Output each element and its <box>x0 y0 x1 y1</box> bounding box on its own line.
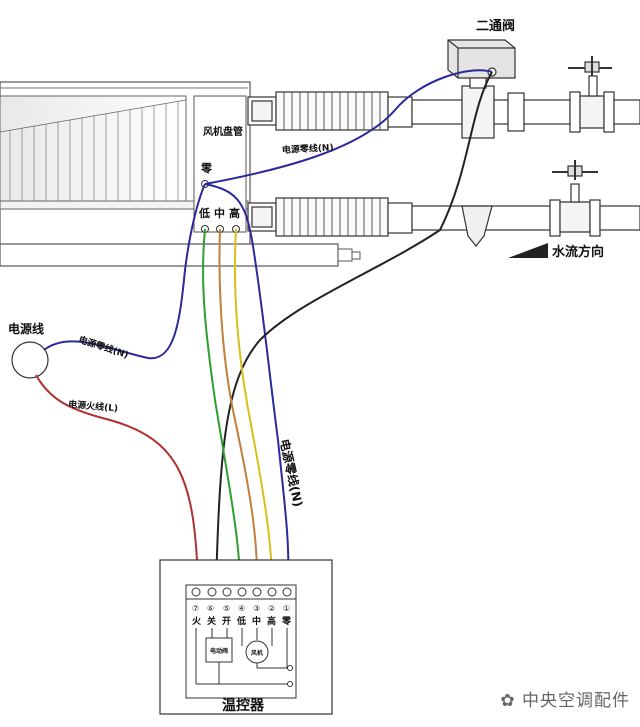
watermark: ✿ 中央空调配件 <box>500 686 630 711</box>
live-wire-label: 电源火线(L) <box>68 398 119 414</box>
neutral-upper-label: 电源零线(N) <box>282 141 334 156</box>
terminal-num-1: ① <box>283 604 290 613</box>
live-wire <box>35 374 199 586</box>
low-speed-wire <box>202 228 241 586</box>
terminal-num-2: ② <box>268 604 275 613</box>
terminal-low: 低 <box>236 615 246 627</box>
terminal-block <box>185 584 297 600</box>
power-source-symbol <box>11 341 49 379</box>
terminal-num-4: ④ <box>238 604 245 613</box>
speed-high-label: 高 <box>229 206 240 220</box>
speed-low-label: 低 <box>198 206 210 220</box>
terminal-open: 开 <box>222 616 231 627</box>
mid-speed-wire <box>218 228 259 586</box>
motor-label: 风机 <box>251 649 263 657</box>
water-flow-label: 水流方向 <box>552 244 604 260</box>
high-speed-wire <box>233 228 273 586</box>
terminal-num-5: ⑤ <box>223 604 230 613</box>
thermostat-unit: ⑦ ⑥ ⑤ ④ ③ ② ① 火 关 开 低 中 高 零 <box>159 559 333 715</box>
terminal-numbers: ⑦ ⑥ ⑤ ④ ③ ② ① <box>192 604 290 613</box>
lower-flex-hose <box>283 198 381 236</box>
watermark-text: 中央空调配件 <box>522 691 630 711</box>
valve-control-wire <box>215 71 493 586</box>
terminal-mid: 中 <box>252 615 261 627</box>
valve-box-label: 电动阀 <box>210 647 228 655</box>
terminal-live: 火 <box>192 616 202 627</box>
wires <box>35 69 493 586</box>
terminal-num-6: ⑥ <box>207 604 214 613</box>
water-flow-indicator: 水流方向 <box>508 243 604 260</box>
terminal-names: 火 关 开 低 中 高 零 <box>192 615 292 627</box>
thermostat-label: 温控器 <box>222 697 265 714</box>
fan-coil-label: 风机盘管 <box>203 125 243 138</box>
terminal-close: 关 <box>207 615 216 627</box>
neutral-wire-source <box>43 183 206 360</box>
terminal-num-7: ⑦ <box>192 604 199 613</box>
neutral-node-label: 零 <box>200 162 213 175</box>
wechat-icon: ✿ <box>500 691 516 711</box>
upper-pipe <box>247 56 640 139</box>
coil-fins <box>0 99 187 201</box>
fan-coil-unit: 风机盘管 零 低 中 高 <box>0 81 361 267</box>
terminal-neutral: 零 <box>281 616 292 627</box>
valve-label: 二通阀 <box>476 18 515 34</box>
speed-mid-label: 中 <box>214 206 225 220</box>
terminal-num-3: ③ <box>253 604 260 613</box>
terminal-high: 高 <box>267 615 276 627</box>
internal-circuit <box>195 628 293 687</box>
neutral-wire-valve <box>204 69 493 185</box>
neutral-wire-thermostat <box>204 183 290 586</box>
neutral-lower-label: 电源零线(N) <box>77 333 130 360</box>
power-source-label: 电源线 <box>8 321 44 336</box>
lower-pipe <box>247 160 640 247</box>
two-way-valve-actuator <box>447 39 516 89</box>
